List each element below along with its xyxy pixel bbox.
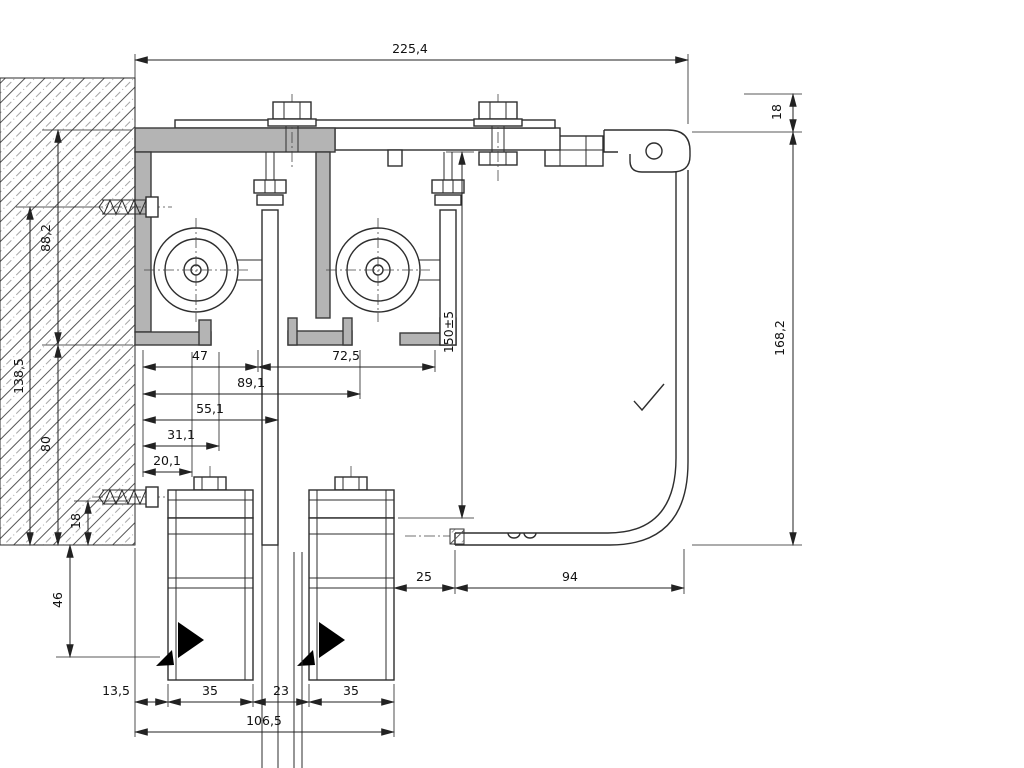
- suspension-strap-1: [261, 209, 279, 546]
- dim-label-hanger2-offset: 89,1: [237, 375, 265, 390]
- dim-label-track-height: 88,2: [38, 224, 53, 252]
- dim-door2-width: 35: [307, 683, 396, 706]
- dim-roller-span: 72,5: [256, 348, 437, 372]
- dim-door-gap: 23: [251, 683, 311, 706]
- dim-door-to-fascia-end: 25: [392, 550, 457, 594]
- roller-carriage-1: [143, 152, 287, 546]
- dim-label-soffit-edge: 18: [68, 513, 83, 529]
- glass-panel-lines: [261, 545, 303, 768]
- dim-label-fascia-top-offset: 18: [769, 104, 784, 120]
- hex-bolt-1: [267, 101, 317, 127]
- dim-label-door-to-fascia-end: 25: [416, 569, 432, 584]
- roller2-adjust-nuts: [431, 179, 465, 206]
- dim-soffit-to-glass: 46: [50, 543, 160, 659]
- dim-label-clear-height: 150±5: [441, 311, 456, 353]
- dim-lip-offset: 20,1: [141, 352, 194, 477]
- dim-label-track-to-soffit: 80: [38, 436, 53, 452]
- dim-fascia-height: 168,2: [692, 130, 802, 547]
- dim-label-overall-width: 225,4: [392, 41, 428, 56]
- fascia-profile: [405, 129, 691, 546]
- dim-label-door-axis-offset: 31,1: [167, 427, 195, 442]
- dimensions: 225,4 18 168,2 88,2 80 138,5: [11, 41, 802, 737]
- track-profile: [134, 127, 457, 346]
- dim-hanger2-offset: 89,1: [141, 350, 362, 399]
- dim-label-wall-to-door: 13,5: [102, 683, 130, 698]
- dim-label-fascia-height: 168,2: [772, 320, 787, 356]
- fixing-bolt-1: [267, 94, 317, 170]
- dim-door1-width: 35: [166, 683, 255, 706]
- door-leaf-1: [155, 465, 254, 681]
- dim-overall-width: 225,4: [133, 41, 690, 124]
- suspension-strap-2: [439, 209, 457, 346]
- wall-hatch: [0, 77, 136, 546]
- dim-fascia-top-offset: 18: [692, 92, 802, 134]
- dim-door-axis-offset: 31,1: [141, 352, 221, 451]
- dim-label-soffit-to-glass: 46: [50, 592, 65, 608]
- dim-fascia-return: 94: [453, 549, 686, 594]
- fascia-bottom-inner: [455, 457, 677, 534]
- hex-bolt-2: [473, 101, 523, 127]
- dim-label-lip-offset: 20,1: [153, 453, 181, 468]
- dim-clear-height: 150±5: [398, 150, 474, 520]
- dim-label-track-inner-width: 47: [192, 348, 208, 363]
- clamp-bar: [174, 119, 556, 129]
- dim-wall-to-door: 13,5: [102, 683, 170, 706]
- door-leaf-2: [296, 465, 395, 681]
- dim-hanger1-offset: 55,1: [141, 401, 280, 424]
- dim-track-height: 88,2: [38, 128, 133, 347]
- wall-section: [0, 77, 136, 546]
- roller-wheel-1: [143, 217, 249, 323]
- dim-soffit-edge: 18: [68, 499, 128, 547]
- dim-label-fascia-return: 94: [562, 569, 578, 584]
- fascia-bottom-outer: [455, 461, 689, 546]
- dim-anchor-to-soffit: 138,5: [11, 205, 92, 547]
- cover-plate: [334, 127, 561, 151]
- dim-track-to-soffit: 80: [38, 343, 62, 547]
- fascia-cap: [604, 129, 691, 173]
- dim-label-hanger1-offset: 55,1: [196, 401, 224, 416]
- cover-tab: [387, 149, 403, 167]
- dim-label-doors-overall: 106,5: [246, 713, 282, 728]
- dim-doors-overall: 106,5: [133, 713, 396, 736]
- dim-label-anchor-to-soffit: 138,5: [11, 358, 26, 394]
- dim-label-door1-width: 35: [202, 683, 218, 698]
- fixing-bolt-2: [473, 94, 523, 182]
- roller-carriage-2: [325, 152, 465, 346]
- dim-track-inner-width: 47: [141, 348, 260, 372]
- dim-label-roller-span: 72,5: [332, 348, 360, 363]
- fascia-connector: [544, 135, 604, 167]
- fascia-clip-hook: [633, 383, 665, 412]
- dim-label-door-gap: 23: [273, 683, 289, 698]
- seal-block: [449, 528, 465, 545]
- fascia-cap-screwport: [645, 142, 663, 160]
- dim-label-door2-width: 35: [343, 683, 359, 698]
- roller-wheel-2: [325, 217, 431, 323]
- roller1-adjust-nuts: [253, 179, 287, 206]
